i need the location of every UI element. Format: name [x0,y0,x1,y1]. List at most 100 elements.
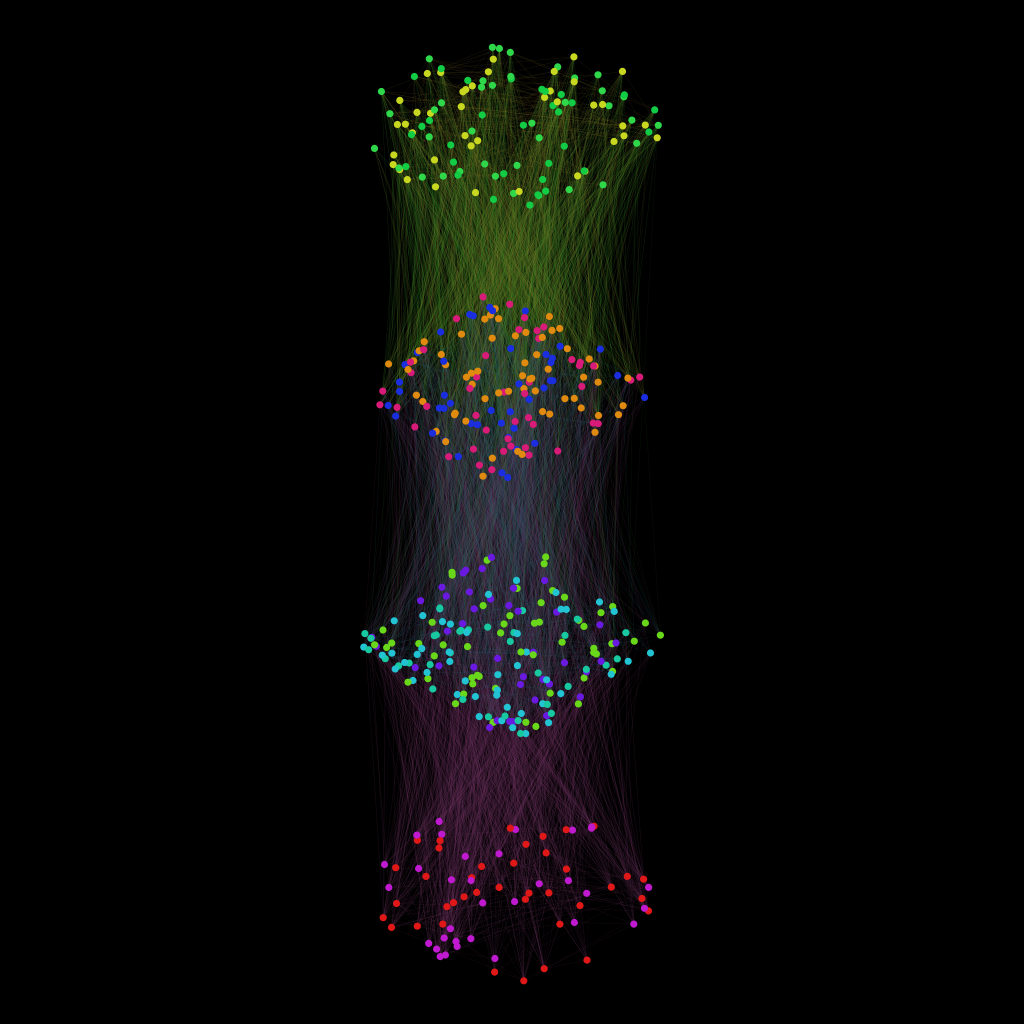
graph-edge [579,365,651,654]
graph-edge [414,140,478,427]
graph-edge [477,205,531,425]
graph-edge [539,137,631,381]
graph-edge [479,465,514,589]
graph-edge [510,137,540,412]
graph-edge [388,76,511,365]
graph-edge [490,315,561,694]
graph-edge [391,387,545,654]
graph-edge [466,310,526,633]
graph-edge [465,52,511,422]
graph-edge [445,441,557,593]
graph-edge [382,362,581,656]
graph-edge [456,195,539,319]
graph-edge [531,123,599,424]
graph-edge [559,346,615,612]
graph-edge [538,195,573,360]
graph-edge [449,348,568,653]
graph-edge [399,179,543,392]
graph-edge [440,80,484,333]
graph-edge [503,193,514,393]
graph-edge [398,167,561,347]
graph-edge [499,48,503,473]
graph-edge [399,100,525,394]
graph-edge [484,163,601,350]
graph-edge [518,146,565,384]
graph-edge [436,192,476,432]
graph-edge [397,124,538,331]
graph-edge [472,85,490,308]
graph-edge [469,81,575,315]
graph-edge [534,380,554,624]
graph-edge [542,163,549,412]
graph-edge [444,395,521,734]
graph-edge [509,415,599,722]
graph-edge [510,446,600,603]
graph-edge [391,369,409,654]
graph-edge [416,112,525,318]
graph-edge [432,120,633,434]
graph-edge [395,416,511,616]
graph-edge [549,184,604,317]
graph-edge [450,403,547,716]
graph-edge [492,85,554,381]
graph-edge [589,71,623,360]
graph-edge [482,114,493,339]
graph-edge [537,194,645,398]
graph-edge [477,304,510,676]
graph-edge [461,195,539,335]
graph-edge [417,326,544,655]
graph-edge [418,386,582,644]
graph-edge [550,90,560,329]
graph-edge [550,380,600,603]
graph-edge [539,137,549,370]
graph-edge [407,144,451,370]
graph-edge [411,134,594,424]
graph-edge [479,179,543,466]
graph-edge [482,80,525,318]
graph-edge [379,404,602,662]
graph-edge [435,186,523,376]
graph-edge [399,100,535,444]
graph-edge [412,132,553,331]
graph-edge [481,87,640,378]
graph-edge [388,134,412,365]
graph-edge [429,120,538,331]
graph-edge [440,72,594,424]
graph-edge [542,349,601,704]
graph-edge [364,352,418,634]
graph-edge [434,375,618,636]
graph-edge [504,378,629,717]
graph-edge [485,194,539,356]
graph-edge [397,124,480,466]
graph-edge [507,438,613,607]
graph-edge [507,163,549,439]
graph-edge [455,97,545,414]
graph-edge [533,375,618,655]
graph-edge [393,154,545,388]
graph-edge [404,120,430,365]
graph-edge [504,338,539,717]
graph-edge [452,449,474,576]
graph-edge [510,120,633,349]
graph-edge [471,120,633,424]
graph-edge [388,405,545,581]
graph-edge [465,411,511,681]
graph-edge [545,414,619,558]
graph-edge [482,476,661,636]
graph-edge [538,195,575,399]
graph-edge [484,163,624,406]
graph-edge [445,89,543,365]
graph-edge [396,100,400,408]
graph-edge [602,104,631,381]
graph-edge [482,52,511,477]
graph-edge [417,175,459,353]
graph-edge [542,105,610,338]
graph-edge [396,141,615,408]
graph-edge [465,47,493,422]
graph-edge [580,362,613,672]
graph-edge [439,195,539,409]
graph-edge [416,112,446,442]
graph-edge [417,314,470,655]
graph-edge [473,163,485,450]
graph-edge [443,48,500,362]
